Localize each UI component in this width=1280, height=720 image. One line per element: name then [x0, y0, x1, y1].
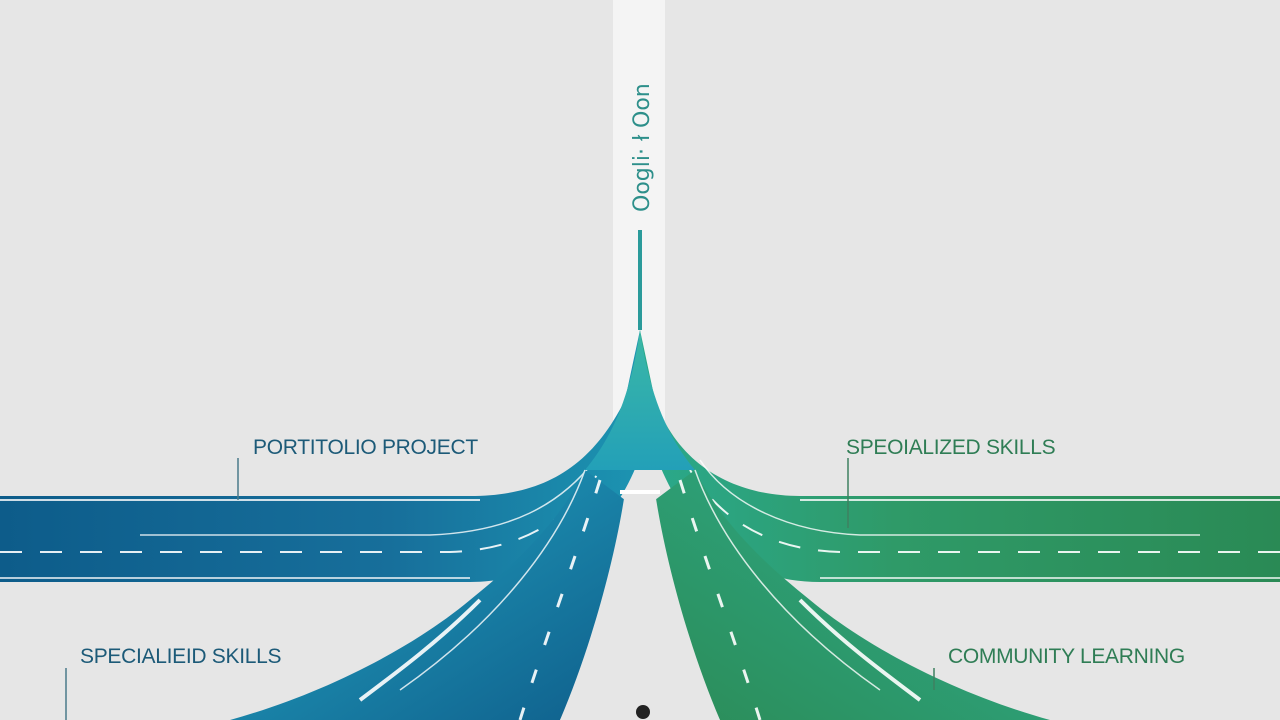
center-gap — [560, 492, 720, 720]
pillar-text-lower: Oogli· ł — [630, 134, 655, 212]
right-road-lane — [689, 469, 1280, 553]
label-portfolio-project: PORTITOLIO PROJECT — [253, 436, 478, 459]
left-road — [0, 330, 650, 582]
right-road — [640, 330, 1280, 582]
down-left-edge — [399, 469, 586, 691]
down-right-road — [655, 470, 1050, 720]
left-road-inner-curve — [140, 459, 596, 536]
label-community-learning: COMMUNITY LEARNING — [948, 645, 1185, 668]
down-right-outer — [798, 598, 922, 702]
down-left-road — [230, 470, 625, 720]
pillar-text-upper: Oon — [630, 83, 655, 128]
label-specialized-skills-right: SPEOIALIZED SKILLS — [846, 436, 1056, 459]
label-specialized-skills-left: SPECIALIEID SKILLS — [80, 645, 282, 668]
right-road-inner-curve — [699, 459, 1200, 536]
central-trunk — [585, 330, 695, 470]
down-left-outer — [358, 598, 482, 702]
down-right-edge — [694, 469, 881, 691]
down-left-lane — [518, 479, 602, 720]
person-figure — [636, 705, 650, 719]
down-right-lane — [678, 479, 762, 720]
